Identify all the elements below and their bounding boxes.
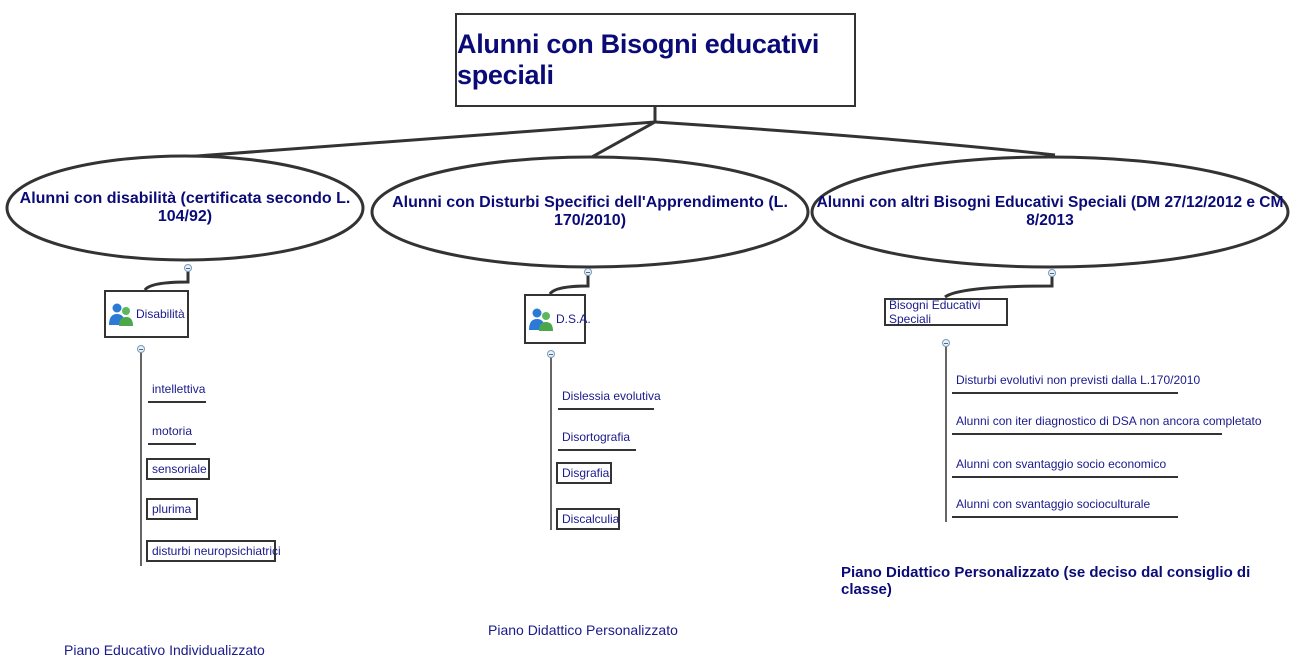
list-item[interactable]: disturbi neuropsichiatrici [146,540,281,562]
collapse-toggle-b3-topic[interactable] [942,339,950,347]
list-item[interactable]: Alunni con svantaggio socioculturale [952,497,1178,518]
topic-dsa[interactable]: D.S.A. [524,294,591,344]
list-item-label: Disturbi evolutivi non previsti dalla L.… [956,373,1201,387]
footer-label-b2: Piano Didattico Personalizzato [488,622,678,638]
root-title: Alunni con Bisogni educativi speciali [457,29,820,90]
connector-root-mid [589,120,656,160]
list-item-label: Alunni con svantaggio socio economico [956,457,1167,471]
footer-label-b1: Piano Educativo Individualizzato [64,642,265,658]
list-item[interactable]: Disortografia [558,430,636,451]
list-item[interactable]: sensoriale [146,458,210,480]
list-item-label: Discalculia [562,512,620,526]
list-item-label: Dislessia evolutiva [562,389,661,403]
branch-title-1-text: Alunni con disabilità (certificata secon… [19,190,351,225]
connector-b1-topic [143,268,190,292]
branch-ellipse-2 [370,155,810,269]
list-item[interactable]: Alunni con svantaggio socio economico [952,457,1178,478]
list-item-label: Disortografia [562,430,631,444]
list-item[interactable]: Dislessia evolutiva [558,389,661,410]
root-topic[interactable]: Alunni con Bisogni educativi speciali [455,13,856,107]
connector-root-right [654,120,1056,157]
branch-ellipse-1 [5,154,365,262]
list-item-label: disturbi neuropsichiatrici [152,544,281,558]
topic-label: Bisogni Educativi Speciali [889,298,981,326]
collapse-toggle-b3[interactable] [1048,269,1056,277]
collapse-toggle-b2-topic[interactable] [547,350,555,358]
list-item-label: intellettiva [152,382,206,396]
users-icon [109,303,133,326]
list-item-label: Disgrafia [562,466,610,480]
list-item-label: Alunni con iter diagnostico di DSA non a… [956,414,1262,428]
users-icon [529,308,553,331]
connector-root-left [169,107,657,160]
branch-title-2[interactable]: Alunni con Disturbi Specifici dell'Appre… [372,194,808,229]
list-item[interactable]: Disturbi evolutivi non previsti dalla L.… [952,373,1200,394]
list-item[interactable]: motoria [148,424,196,445]
footer-label-b3: Piano Didattico Personalizzato (se decis… [841,564,1251,598]
collapse-toggle-b1-topic[interactable] [137,345,145,353]
topic-disabilita[interactable]: Disabilità [104,290,189,338]
branch-title-3[interactable]: Alunni con altri Bisogni Educativi Speci… [812,194,1288,229]
list-item-label: sensoriale [152,462,207,476]
list-item[interactable]: Alunni con iter diagnostico di DSA non a… [952,414,1262,435]
list-item[interactable]: Disgrafia [556,462,612,484]
list-item[interactable]: Discalculia [556,508,620,530]
connector-b2-topic [548,273,590,295]
list-item-label: Alunni con svantaggio socioculturale [956,497,1151,511]
list-item-label: motoria [152,424,193,438]
topic-label: Disabilità [136,307,185,321]
list-item[interactable]: plurima [146,498,198,520]
list-item-label: plurima [152,502,192,516]
list-item[interactable]: intellettiva [148,382,206,403]
branch-title-1[interactable]: Alunni con disabilità (certificata secon… [8,190,362,225]
branch-ellipse-3 [810,155,1290,269]
topic-label: D.S.A. [556,312,591,326]
branch-title-2-text: Alunni con Disturbi Specifici dell'Appre… [392,194,788,229]
collapse-toggle-b1[interactable] [184,264,192,272]
connector-b3-topic [944,273,1054,299]
branch-title-3-text: Alunni con altri Bisogni Educativi Speci… [816,194,1284,229]
topic-bes[interactable]: Bisogni Educativi Speciali [884,298,1008,326]
collapse-toggle-b2[interactable] [584,268,592,276]
